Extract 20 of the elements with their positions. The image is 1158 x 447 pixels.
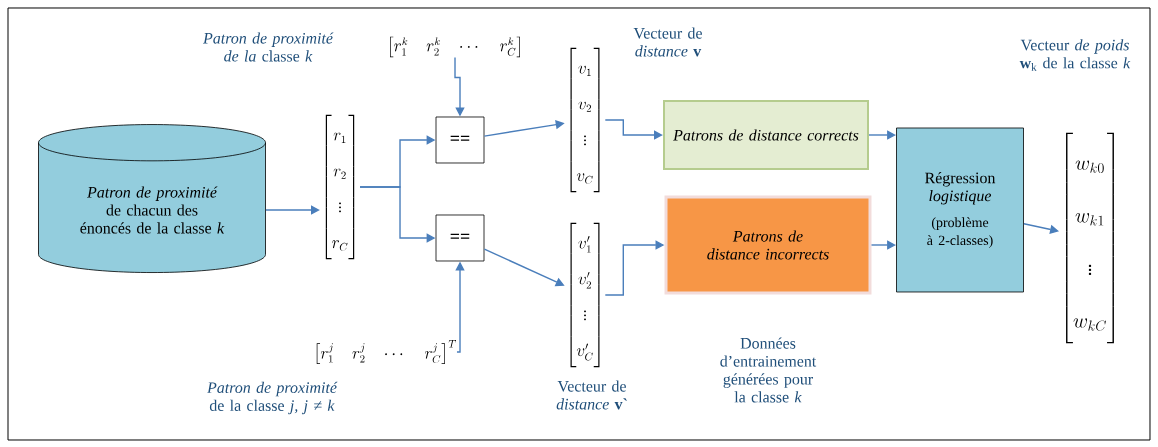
arrow: [265, 205, 320, 215]
arrow: [604, 119, 663, 140]
caption-text: Patron de proximité de la classe j, j ≠ k: [207, 381, 338, 415]
column-vector: $\begin{bmatrix} w_{k0} \\ w_{k1} \\ \vdots \\ w_{kC} \end{bmatrix}$: [1066, 132, 1114, 344]
process-box: Patrons de distance corrects: [663, 100, 869, 170]
caption-text: Patron de proximité de la classe k: [203, 32, 334, 62]
comparison-box: ==: [435, 214, 485, 262]
caption-text: Vecteur de distance v`: [556, 380, 627, 410]
column-vector: $\begin{bmatrix} v'_1 \\ v'_2 \\ \vdots \\ v'_C \end{bmatrix}$: [570, 222, 600, 368]
row-vector: $\begin{bmatrix} r_1^j & r_2^j & \cdots & r_C^j \end{bmatrix}^T$: [316, 340, 457, 364]
caption-text: Vecteur de distance v: [633, 27, 702, 57]
caption-text: Vecteur de poids w$_{k}$ de la classe k: [1019, 39, 1131, 71]
column-vector: $\begin{bmatrix} v_1 \\ v_2 \\ \vdots \\ v_C \end{bmatrix}$: [570, 47, 600, 193]
caption-text: Données d’entrainement générées pour la classe k: [720, 337, 817, 403]
database-cylinder: Patron de proximité de chacun des énoncés de la classe k: [38, 124, 266, 273]
row-vector: $\begin{bmatrix} r_1^k & r_2^k & \cdots & r_C^k \end{bmatrix}$: [390, 36, 520, 58]
process-box: Régression logistique (problème à 2-classes): [896, 127, 1024, 293]
process-box: Patrons de distance incorrects: [664, 195, 872, 295]
column-vector: $\begin{bmatrix} r_1 \\ r_2 \\ \vdots \\ r_C \end{bmatrix}$: [325, 114, 355, 260]
comparison-box: ==: [435, 116, 485, 164]
